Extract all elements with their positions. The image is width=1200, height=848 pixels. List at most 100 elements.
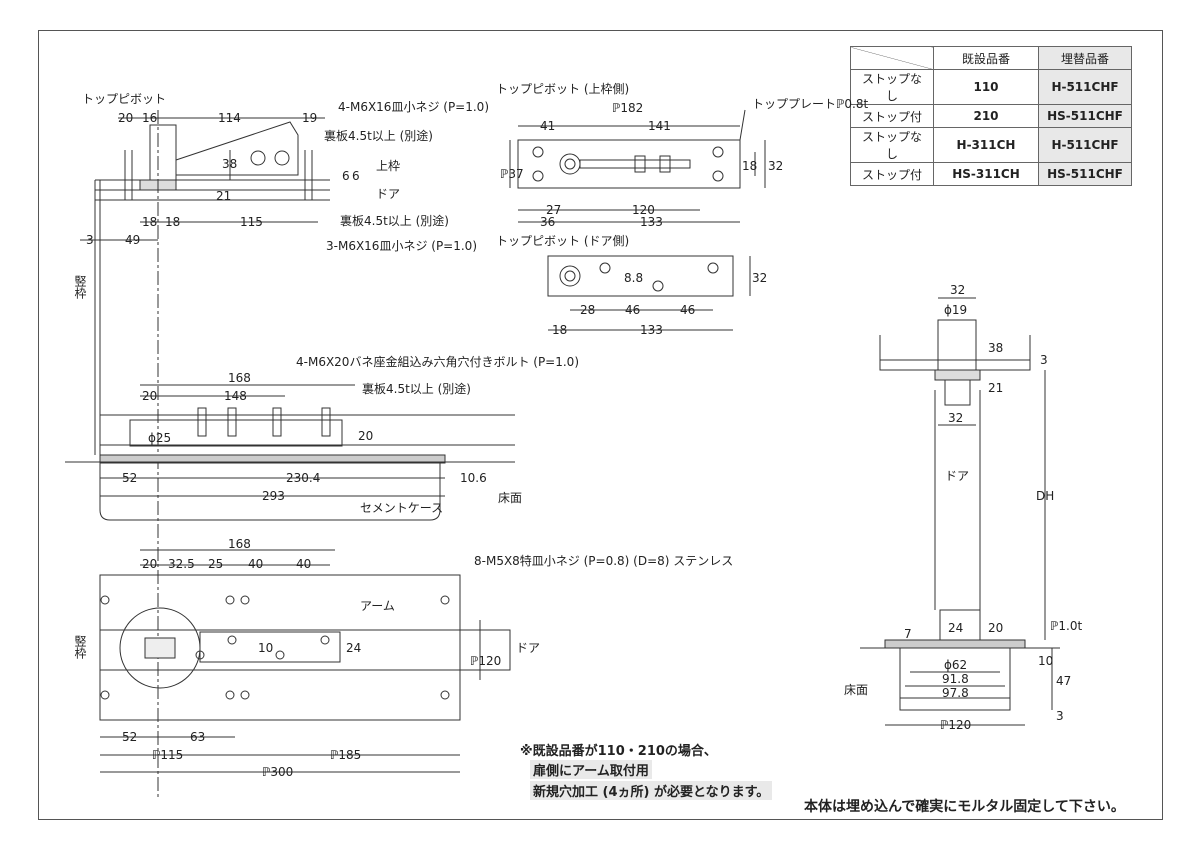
door-plate-title: トップピボット (ドア側) [496,234,629,248]
upper-frame-label: 上枠 [376,159,400,173]
floor-label: 床面 [844,683,868,697]
dim-label: 24 [346,641,361,655]
dim-label: ℙ1.0t [1050,619,1082,633]
dim-label: ℙ115 [152,748,183,762]
table-cell: H-511CHF [1038,69,1132,105]
dim-label: 21 [988,381,1003,395]
screw-label: 3-M6X16皿小ネジ (P=1.0) [326,239,477,253]
note-line: 扉側にアーム取付用 [530,760,652,779]
dim-label: 36 [540,215,555,229]
dim-label: 133 [640,215,663,229]
screw-label: 4-M6X16皿小ネジ (P=1.0) [338,100,489,114]
table-row: ストップなし 110 H-511CHF [850,69,1132,105]
door-label: ドア [945,469,969,483]
backplate-label: 裏板4.5t以上 (別途) [340,213,449,228]
table-corner-cell [850,46,934,70]
table-cell: ストップ付 [850,162,934,186]
dim-label: ℙ37 [500,167,524,181]
table-header: 埋替品番 [1038,46,1132,70]
dim-label: 10.6 [460,471,487,485]
table-cell: HS-511CHF [1038,104,1132,128]
dim-label: ϕ19 [944,303,967,317]
dim-label: 168 [228,371,251,385]
dim-label: 168 [228,537,251,551]
note-line: 新規穴加工 (4ヵ所) が必要となります。 [530,781,773,800]
dim-label: 32 [768,159,783,173]
table-cell: ストップ付 [850,104,934,128]
dim-label: 115 [240,215,263,229]
upper-plate-drawing [509,109,766,223]
dim-label: 41 [540,119,555,133]
dim-label: 10 [258,641,273,655]
upper-plate-title: トップピボット (上枠側) [496,82,629,96]
dim-label: 18 [165,215,180,229]
top-plate-label: トッププレートℙ0.8t [752,97,868,111]
dim-label: 16 [142,111,157,125]
dim-label: 25 [208,557,223,571]
dim-label: 91.8 [942,672,969,686]
dim-label: 20 [358,429,373,443]
dim-label: 18 [142,215,157,229]
dim-label: ℙ300 [262,765,293,779]
dim-label: 46 [680,303,695,317]
dim-label: 18 [552,323,567,337]
dim-label: 40 [248,557,263,571]
cement-case-label: セメントケース [360,501,443,515]
dim-label: 141 [648,119,671,133]
table-row: ストップ付 HS-311CH HS-511CHF [850,162,1132,186]
dim-label: 20 [988,621,1003,635]
dim-label: 148 [224,389,247,403]
dim-label: 6 [352,169,360,183]
footer-instruction: 本体は埋め込んで確実にモルタル固定して下さい。 [804,799,1125,815]
jamb-label: 竪枠 [73,635,87,659]
dim-label: 120 [632,203,655,217]
dim-label: 3 [1056,709,1064,723]
dim-label: ℙ120 [470,654,501,668]
plan-view-drawing [99,549,511,773]
dim-label: 47 [1056,674,1071,688]
dim-label: 8.8 [624,271,643,285]
dim-label: ϕ25 [148,431,171,445]
dim-label: 46 [625,303,640,317]
screw-label: 8-M5X8特皿小ネジ (P=0.8) (D=8) ステンレス [474,553,733,568]
sheet-border [38,30,1163,820]
retrofit-note: ※既設品番が110・210の場合、 扉側にアーム取付用 新規穴加工 (4ヵ所) … [520,740,773,801]
dim-label: 38 [222,157,237,171]
annotations: トップピボット 20 16 114 19 38 21 6 6 18 18 115… [73,82,1082,779]
dim-label: 97.8 [942,686,969,700]
table-cell: HS-511CHF [1038,162,1132,186]
dim-label: 20 [142,557,157,571]
side-view-drawing [860,297,1060,726]
top-pivot-section [80,110,330,800]
backplate-label: 裏板4.5t以上 (別途) [362,381,471,396]
table-cell: H-511CHF [1038,127,1132,163]
cement-case-drawing [65,384,515,521]
door-label: ドア [376,187,400,201]
dim-label: 18 [742,159,757,173]
dim-label: DH [1036,489,1054,503]
backplate-label: 裏板4.5t以上 (別途) [324,128,433,143]
dim-label: 40 [296,557,311,571]
dim-label: 133 [640,323,663,337]
dim-label: 52 [122,730,137,744]
dim-label: 52 [122,471,137,485]
dim-label: 6 [342,169,350,183]
dim-label: 32.5 [168,557,195,571]
dim-label: 10 [1038,654,1053,668]
table-header: 既設品番 [933,46,1039,70]
dim-label: 27 [546,203,561,217]
table-cell: H-311CH [933,127,1039,163]
dim-label: 24 [948,621,963,635]
dim-label: 20 [118,111,133,125]
dim-label: 20 [142,389,157,403]
dim-label: 32 [950,283,965,297]
dim-label: 49 [125,233,140,247]
dim-label: 19 [302,111,317,125]
dim-label: 63 [190,730,205,744]
dim-label: 3 [1040,353,1048,367]
dim-label: 38 [988,341,1003,355]
dim-label: 7 [904,627,912,641]
floor-label: 床面 [498,491,522,505]
